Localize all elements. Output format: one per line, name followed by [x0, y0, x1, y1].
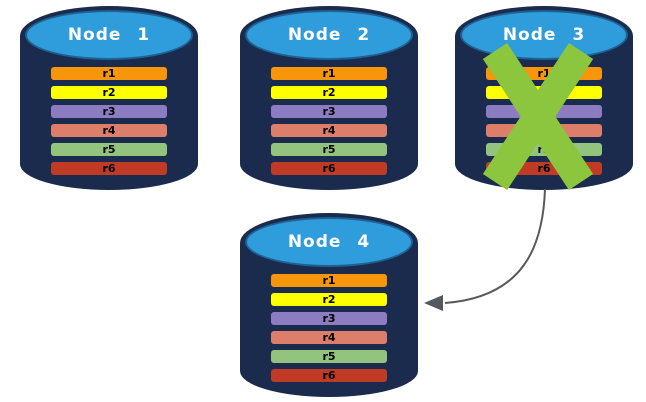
row-bar-r2: r2 — [271, 293, 387, 306]
row-bar-r1: r1 — [271, 67, 387, 80]
cylinder-top: Node 2 — [245, 10, 413, 60]
row-label: r1 — [322, 67, 336, 80]
row-list: r1 r2 r3 r4 r5 r6 — [271, 67, 387, 181]
node-label: Node 2 — [287, 25, 371, 45]
row-list: r1 r2 r3 r4 r5 r6 — [51, 67, 167, 181]
node-label: Node 1 — [67, 25, 151, 45]
x-stroke — [482, 43, 594, 190]
node-label: Node 4 — [287, 232, 371, 252]
row-bar-r2: r2 — [271, 86, 387, 99]
row-label: r1 — [322, 274, 336, 287]
row-label: r2 — [102, 86, 116, 99]
row-bar-r3: r3 — [271, 312, 387, 325]
node-label: Node 3 — [502, 25, 586, 45]
row-label: r6 — [322, 162, 336, 175]
cylinder-top: Node 3 — [460, 10, 628, 60]
row-bar-r4: r4 — [271, 124, 387, 137]
row-label: r4 — [322, 124, 336, 137]
row-label: r2 — [322, 293, 336, 306]
row-label: r4 — [102, 124, 116, 137]
row-label: r3 — [102, 105, 116, 118]
db-node-4: Node 4 r1 r2 r3 r4 r5 r6 — [240, 213, 418, 397]
db-node-1: Node 1 r1 r2 r3 r4 r5 r6 — [20, 6, 198, 190]
cylinder-top: Node 1 — [25, 10, 193, 60]
row-bar-r5: r5 — [271, 143, 387, 156]
row-label: r6 — [322, 369, 336, 382]
row-label: r1 — [102, 67, 116, 80]
row-label: r5 — [322, 350, 336, 363]
row-bar-r3: r3 — [271, 105, 387, 118]
row-label: r6 — [537, 162, 551, 175]
row-bar-r3: r3 — [51, 105, 167, 118]
row-bar-r5: r5 — [271, 350, 387, 363]
row-bar-r6: r6 — [271, 162, 387, 175]
row-label: r3 — [322, 312, 336, 325]
cylinder-top: Node 4 — [245, 217, 413, 267]
db-node-2: Node 2 r1 r2 r3 r4 r5 r6 — [240, 6, 418, 190]
db-node-3: Node 3 r1 r2 r3 r4 r5 r6 — [455, 6, 633, 190]
row-bar-r4: r4 — [271, 331, 387, 344]
row-label: r5 — [102, 143, 116, 156]
row-bar-r1: r1 — [51, 67, 167, 80]
row-bar-r6: r6 — [51, 162, 167, 175]
row-label: r2 — [322, 86, 336, 99]
row-label: r5 — [322, 143, 336, 156]
row-label: r4 — [322, 331, 336, 344]
arrowhead-icon — [424, 295, 443, 311]
row-bar-r5: r5 — [51, 143, 167, 156]
failure-x-icon — [482, 43, 594, 190]
row-label: r6 — [102, 162, 116, 175]
row-bar-r4: r4 — [51, 124, 167, 137]
row-bar-r2: r2 — [51, 86, 167, 99]
row-bar-r6: r6 — [271, 369, 387, 382]
row-list: r1 r2 r3 r4 r5 r6 — [271, 274, 387, 388]
arrow-curve — [444, 188, 546, 304]
row-label: r3 — [322, 105, 336, 118]
row-bar-r1: r1 — [271, 274, 387, 287]
